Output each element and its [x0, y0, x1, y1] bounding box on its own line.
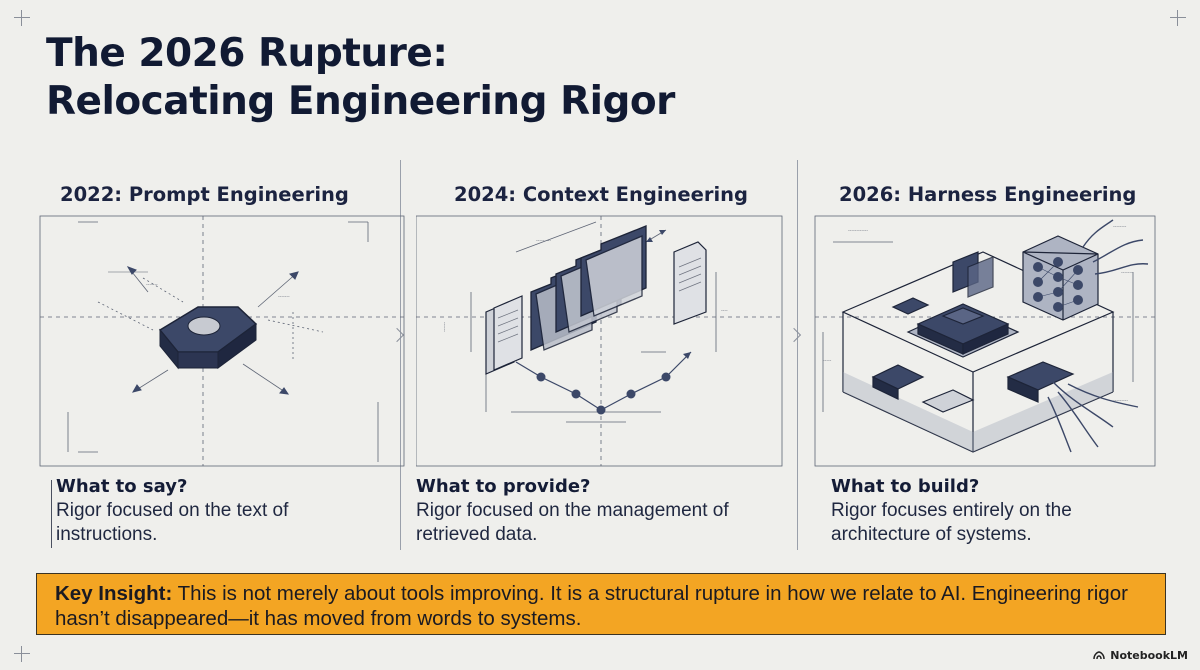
key-insight-text: Key Insight: This is not merely about to…: [55, 581, 1147, 631]
panel-context-engineering: 2024: Context Engineering: [416, 172, 786, 554]
notebooklm-branding: NotebookLM: [1093, 649, 1188, 662]
folders-icon: --------- ------ ----: [416, 215, 783, 467]
panel-description: Rigor focuses entirely on the architectu…: [831, 500, 1072, 545]
keycap-icon: ------- -------: [39, 215, 405, 467]
caption-marker: [51, 480, 52, 548]
panel-question: What to provide?: [416, 476, 591, 497]
svg-text:-----: -----: [823, 358, 832, 364]
notebooklm-logo-icon: [1093, 651, 1105, 660]
column-divider: [797, 160, 798, 550]
corner-registration-mark: [14, 646, 30, 662]
svg-text:--------: --------: [1113, 224, 1127, 230]
key-insight-body: This is not merely about tools improving…: [55, 582, 1128, 630]
panel-harness-engineering: 2026: Harness Engineering: [813, 172, 1183, 554]
svg-text:------: ------: [442, 322, 448, 332]
panel-description: Rigor focused on the management of retri…: [416, 500, 729, 545]
svg-text:---------: ---------: [536, 238, 551, 244]
svg-text:-------: -------: [278, 294, 290, 300]
panel-heading: 2024: Context Engineering: [454, 183, 749, 206]
system-architecture-icon: ------------ -------- ------- --------- …: [814, 215, 1156, 467]
panel-description: Rigor focused on the text of instruction…: [56, 500, 289, 545]
svg-text:-------: -------: [146, 282, 158, 288]
svg-text:----: ----: [721, 308, 728, 314]
key-insight-banner: Key Insight: This is not merely about to…: [36, 573, 1166, 635]
panel-heading: 2026: Harness Engineering: [839, 183, 1137, 206]
column-divider: [400, 160, 401, 550]
panel-question: What to build?: [831, 476, 980, 497]
corner-registration-mark: [14, 10, 30, 26]
panel-heading: 2022: Prompt Engineering: [60, 183, 349, 206]
page-title: The 2026 Rupture: Relocating Engineering…: [46, 30, 675, 126]
page-title-line-2: Relocating Engineering Rigor: [46, 79, 675, 124]
panel-prompt-engineering: 2022: Prompt Engineering: [38, 172, 408, 554]
key-insight-label: Key Insight:: [55, 582, 173, 605]
svg-text:-------: -------: [1121, 270, 1133, 276]
notebooklm-label: NotebookLM: [1110, 649, 1188, 662]
page-title-line-1: The 2026 Rupture:: [46, 31, 448, 76]
chevron-right-icon: [786, 327, 802, 343]
svg-text:---------: ---------: [1113, 398, 1128, 404]
svg-text:------------: ------------: [848, 228, 868, 234]
corner-registration-mark: [1170, 10, 1186, 26]
panel-question: What to say?: [56, 476, 188, 497]
